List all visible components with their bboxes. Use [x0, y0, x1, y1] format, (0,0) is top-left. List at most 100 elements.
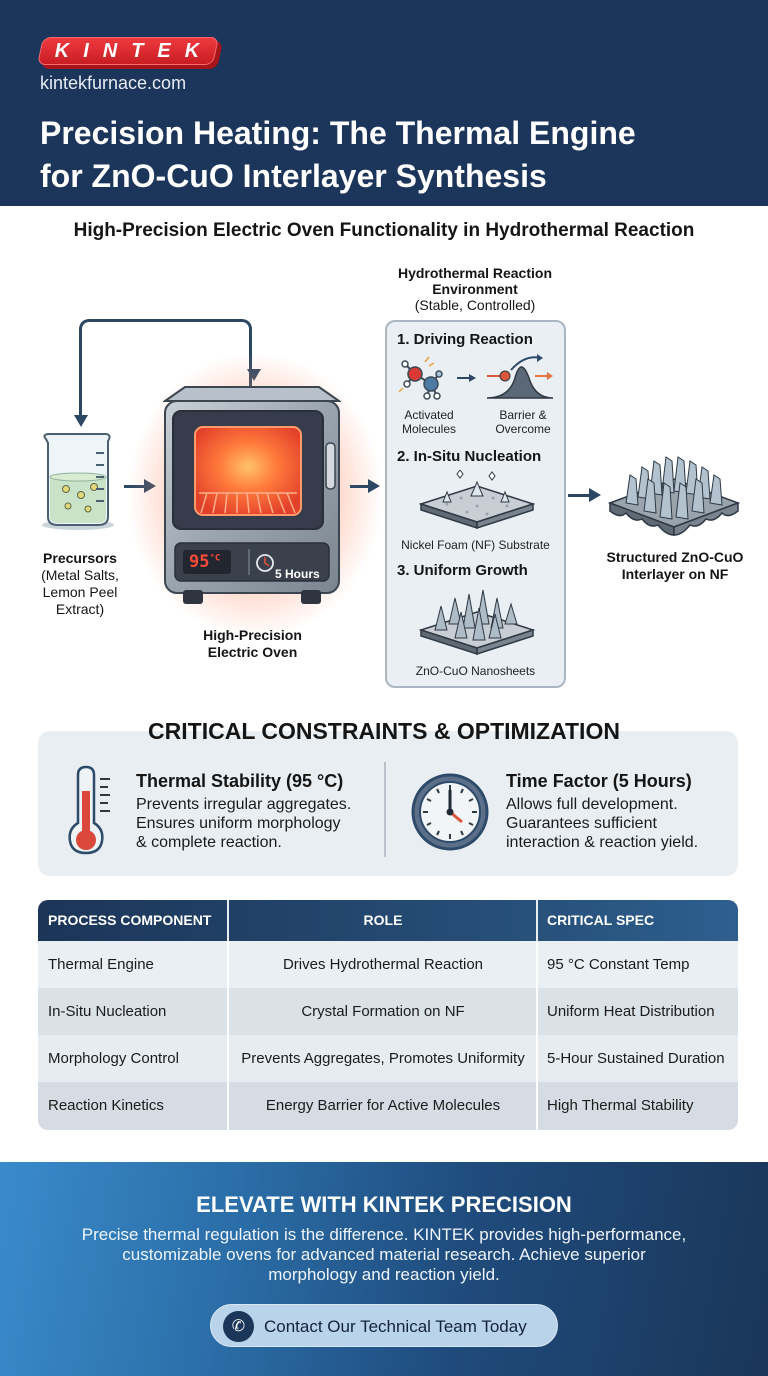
activated-molecules-caption: Activated Molecules	[391, 408, 467, 436]
thermal-stability-heading: Thermal Stability (95 °C)	[136, 771, 344, 791]
result-label: Structured ZnO-CuO Interlayer on NF	[585, 549, 765, 583]
precursors-line-3: Extract)	[55, 601, 105, 617]
cell-role: Energy Barrier for Active Molecules	[265, 1097, 501, 1114]
environment-panel: 1. Driving Reaction	[385, 320, 566, 688]
cap-right-line-2: Overcome	[495, 422, 551, 436]
arrow-down-to-beaker-icon	[74, 415, 88, 427]
energy-barrier-icon	[486, 354, 554, 399]
footer-title: ELEVATE WITH KINTEK PRECISION	[196, 1192, 572, 1217]
step-2-heading: 2. In-Situ Nucleation	[397, 448, 542, 465]
precursors-line-2: Lemon Peel	[42, 584, 118, 600]
site-link[interactable]: kintekfurnace.com	[40, 73, 187, 93]
result-line-2: Interlayer on NF	[621, 566, 729, 582]
table-row: Reaction Kinetics Energy Barrier for Act…	[38, 1082, 738, 1130]
activated-molecules-icon	[398, 356, 443, 400]
cell-spec: High Thermal Stability	[547, 1097, 694, 1114]
time-line-3: interaction & reaction yield.	[506, 834, 699, 851]
arrow-line-2	[350, 485, 370, 488]
phone-icon: ✆	[223, 1311, 254, 1342]
env-title-line-2: Environment	[432, 281, 518, 297]
table-row: Morphology Control Prevents Aggregates, …	[38, 1035, 738, 1082]
title-line-1: Precision Heating: The Thermal Engine	[40, 115, 636, 151]
footer-line-2: customizable ovens for advanced material…	[122, 1245, 646, 1264]
column-header-component: PROCESS COMPONENT	[48, 912, 212, 928]
constraints-divider	[384, 762, 386, 857]
table-header: PROCESS COMPONENT ROLE CRITICAL SPEC	[38, 900, 738, 941]
arrow-right-to-result-icon	[589, 488, 601, 502]
column-header-spec: CRITICAL SPEC	[547, 912, 655, 928]
constraints-title: CRITICAL CONSTRAINTS & OPTIMIZATION	[148, 718, 620, 744]
title-line-2: for ZnO-CuO Interlayer Synthesis	[40, 158, 547, 194]
result-line-1: Structured ZnO-CuO	[606, 549, 744, 565]
step-1-arrow-line	[457, 377, 469, 379]
column-header-role: ROLE	[363, 912, 403, 928]
page-title: Precision Heating: The Thermal Engine fo…	[40, 112, 760, 198]
arrow-right-to-environment-icon	[368, 479, 380, 493]
oven-label-line-2: Electric Oven	[207, 644, 298, 660]
kintek-logo[interactable]: KINTEK	[37, 37, 223, 69]
process-spec-table: PROCESS COMPONENT ROLE CRITICAL SPEC The…	[38, 900, 738, 1130]
header-banner: KINTEK kintekfurnace.com Precision Heati…	[0, 0, 768, 206]
oven-temp-display: 95°C	[189, 552, 220, 572]
cell-component: In-Situ Nucleation	[48, 1003, 167, 1020]
precursors-label: Precursors (Metal Salts, Lemon Peel Extr…	[20, 550, 140, 618]
thermometer-icon	[68, 765, 110, 855]
nickel-foam-nucleation-icon	[418, 470, 536, 530]
contact-team-button[interactable]: ✆ Contact Our Technical Team Today	[210, 1304, 558, 1347]
column-divider	[536, 900, 538, 1130]
nanosheets-growth-icon	[418, 589, 536, 656]
step-1-heading: 1. Driving Reaction	[397, 331, 533, 348]
cell-component: Thermal Engine	[48, 956, 154, 973]
environment-title: Hydrothermal Reaction Environment (Stabl…	[380, 265, 570, 313]
logo-text: KINTEK	[54, 40, 214, 62]
cell-spec: Uniform Heat Distribution	[547, 1003, 715, 1020]
thermal-stability-body: Prevents irregular aggregates. Ensures u…	[136, 795, 351, 852]
step-1-arrow-icon	[469, 374, 476, 382]
cap-left-line-2: Molecules	[401, 422, 457, 436]
section-subtitle: High-Precision Electric Oven Functionali…	[73, 220, 695, 241]
cell-spec: 95 °C Constant Temp	[547, 956, 690, 973]
table-row: In-Situ Nucleation Crystal Formation on …	[38, 988, 738, 1035]
precursors-line-1: (Metal Salts,	[41, 567, 119, 583]
nanosheets-caption: ZnO-CuO Nanosheets	[415, 664, 536, 678]
env-title-line-1: Hydrothermal Reaction	[397, 265, 553, 281]
process-diagram: Precursors (Metal Salts, Lemon Peel Extr…	[0, 255, 768, 700]
oven-label-line-1: High-Precision	[203, 627, 302, 643]
electric-oven-icon	[163, 386, 341, 604]
structured-interlayer-icon	[607, 456, 741, 536]
column-divider	[227, 900, 229, 1130]
footer-cta-banner: ELEVATE WITH KINTEK PRECISION Precise th…	[0, 1162, 768, 1376]
footer-line-1: Precise thermal regulation is the differ…	[81, 1225, 687, 1244]
cell-role: Crystal Formation on NF	[301, 1003, 465, 1020]
oven-label: High-Precision Electric Oven	[180, 627, 325, 661]
contact-button-label: Contact Our Technical Team Today	[264, 1317, 527, 1336]
thermal-line-1: Prevents irregular aggregates.	[136, 796, 352, 813]
arrow-line-3	[568, 494, 590, 497]
temp-value: 95	[189, 552, 210, 572]
barrier-caption: Barrier & Overcome	[483, 408, 563, 436]
time-factor-body: Allows full development. Guarantees suff…	[506, 795, 698, 852]
time-line-2: Guarantees sufficient	[506, 815, 657, 832]
constraints-panel	[38, 731, 738, 876]
step-3-heading: 3. Uniform Growth	[397, 562, 528, 579]
cell-spec: 5-Hour Sustained Duration	[547, 1050, 725, 1067]
oven-timer-display: 5 Hours	[275, 567, 320, 581]
footer-body: Precise thermal regulation is the differ…	[50, 1225, 718, 1285]
footer-line-3: morphology and reaction yield.	[268, 1265, 500, 1284]
nickel-foam-caption: Nickel Foam (NF) Substrate	[401, 538, 550, 552]
cell-role: Prevents Aggregates, Promotes Uniformity	[241, 1050, 525, 1067]
precursors-title: Precursors	[43, 550, 117, 566]
thermal-line-3: & complete reaction.	[136, 834, 282, 851]
table-row: Thermal Engine Drives Hydrothermal React…	[38, 941, 738, 988]
cell-role: Drives Hydrothermal Reaction	[282, 956, 484, 973]
cell-component: Morphology Control	[48, 1050, 179, 1067]
cell-component: Reaction Kinetics	[48, 1097, 164, 1114]
beaker-icon	[42, 433, 114, 530]
temp-unit: °C	[209, 553, 221, 564]
time-line-1: Allows full development.	[506, 796, 678, 813]
cap-left-line-1: Activated	[404, 408, 454, 422]
env-title-line-3: (Stable, Controlled)	[414, 297, 536, 313]
clock-icon	[411, 773, 489, 851]
time-factor-heading: Time Factor (5 Hours)	[506, 771, 692, 791]
cap-right-line-1: Barrier &	[499, 408, 547, 422]
